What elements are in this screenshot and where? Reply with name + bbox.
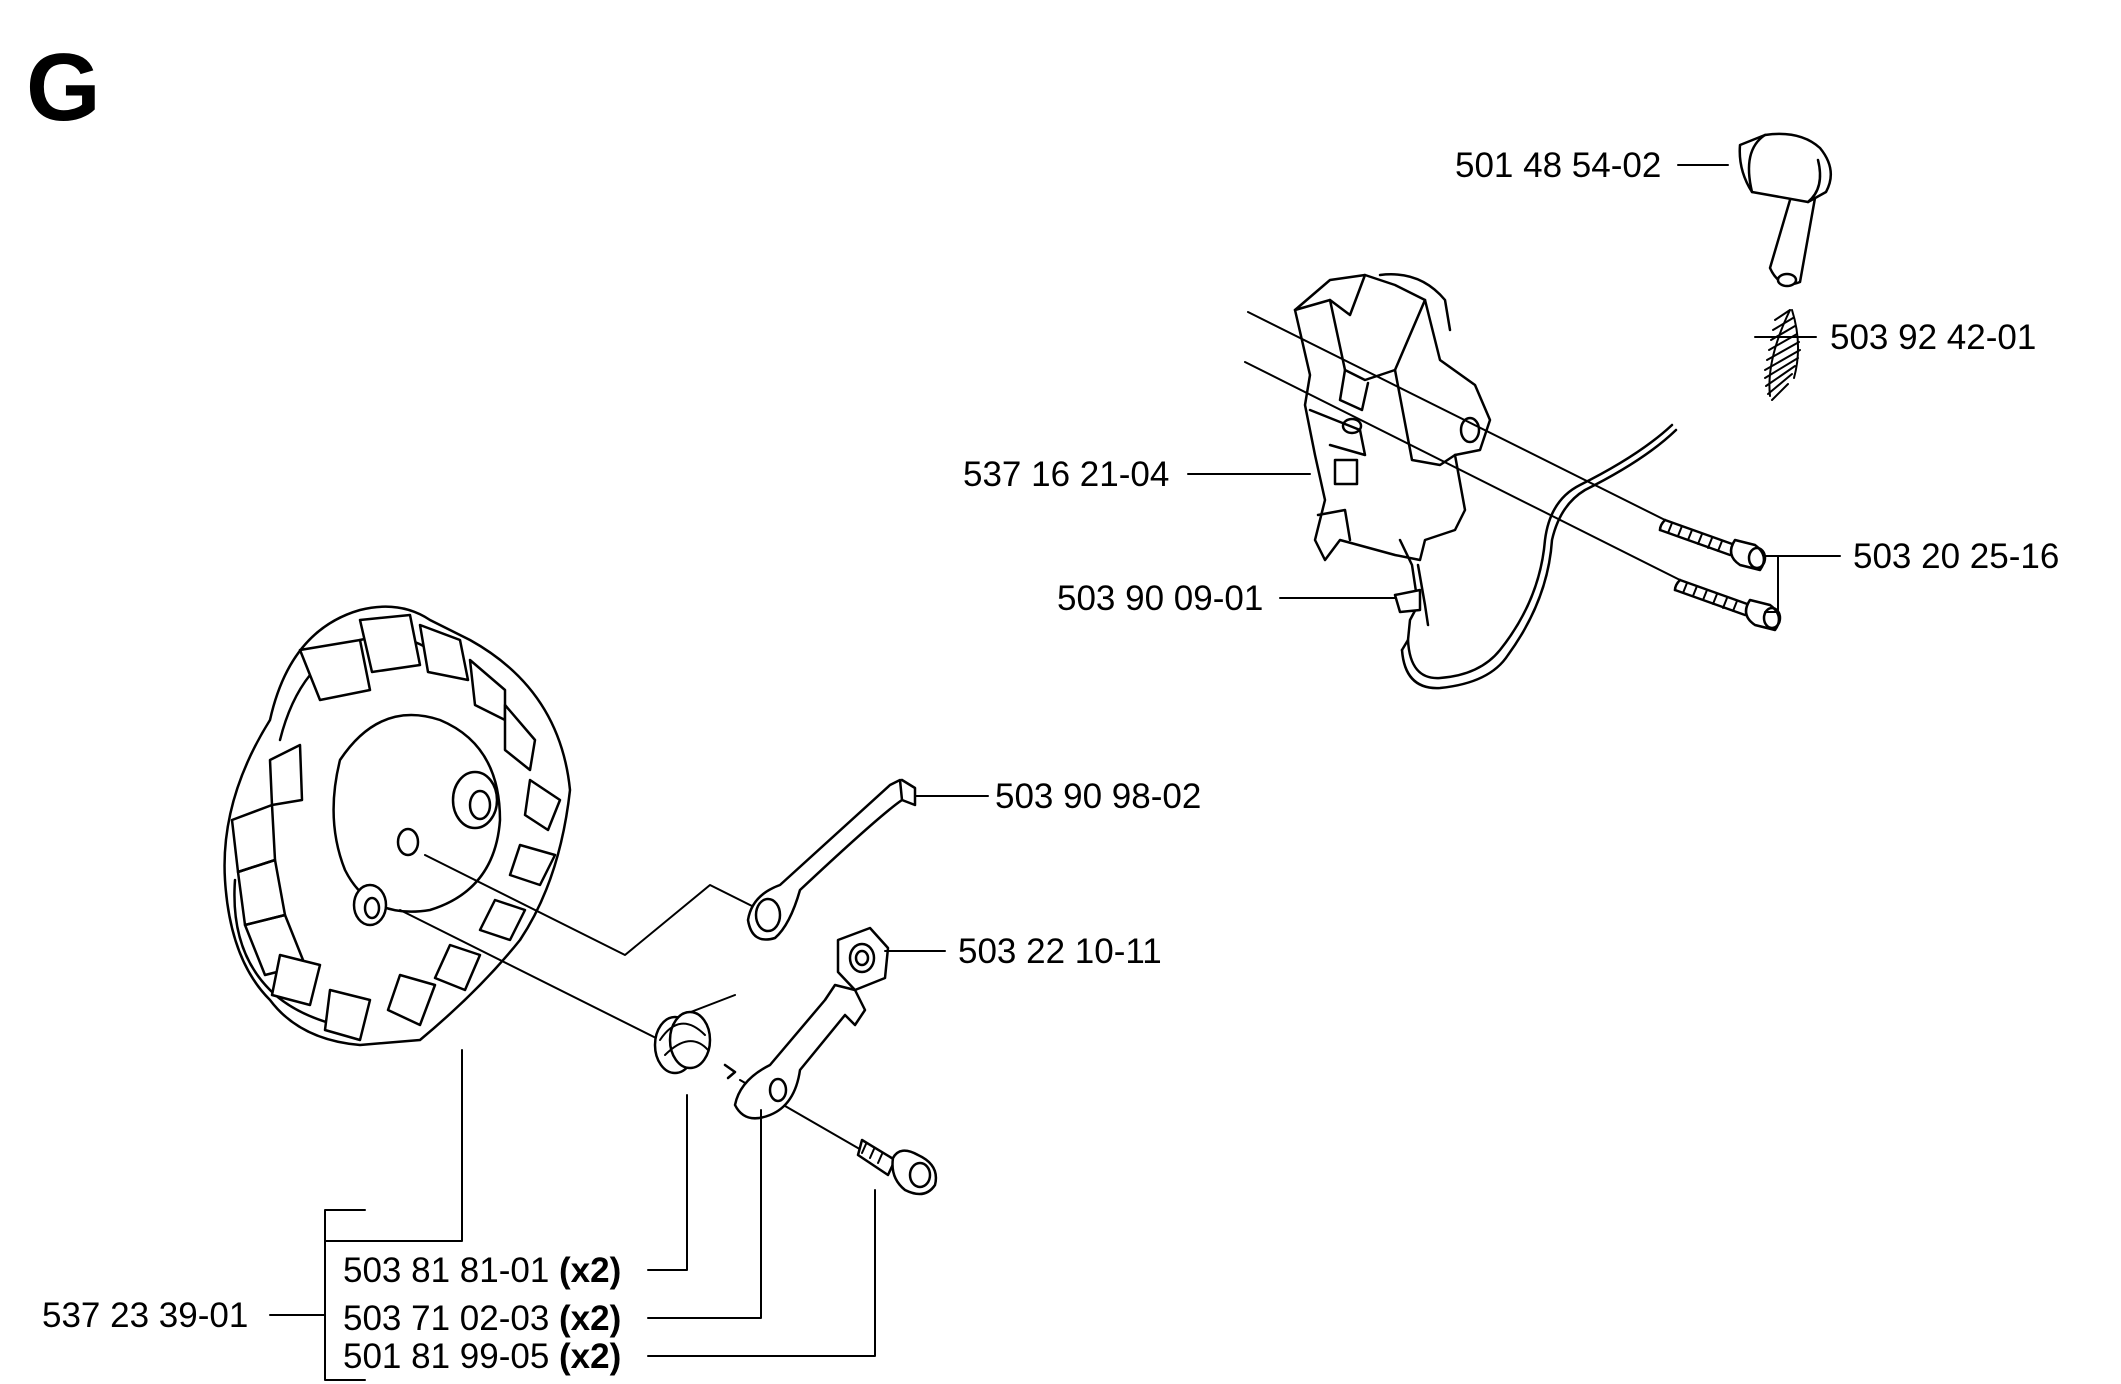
- part-number-pawl-spring: 503 81 81-01: [343, 1251, 550, 1290]
- quantity-pawl-spring: (x2): [559, 1251, 622, 1290]
- part-number-washer-bracket: 503 90 98-02: [995, 777, 1202, 816]
- part-row-pawl-spring: 503 81 81-01 (x2): [343, 1253, 621, 1288]
- part-number-ignition-module: 537 16 21-04: [963, 455, 1170, 494]
- spark-plug-boot-drawing: [1738, 132, 1833, 288]
- quantity-pawl-screw: (x2): [559, 1337, 622, 1376]
- part-number-pawl-screw: 501 81 99-05: [343, 1337, 550, 1376]
- washer-bracket-drawing: [746, 778, 917, 941]
- part-number-boot: 501 48 54-02: [1455, 146, 1662, 185]
- pawl-screw-drawing: [856, 1138, 938, 1196]
- part-number-spring: 503 92 42-01: [1830, 318, 2037, 357]
- part-number-pawl: 503 71 02-03: [343, 1299, 550, 1338]
- ignition-module-drawing: [1293, 273, 1492, 652]
- leader-lines: [269, 164, 1841, 1381]
- part-number-flywheel-nut: 503 22 10-11: [958, 932, 1162, 971]
- part-number-spark-terminal: 503 90 09-01: [1057, 579, 1264, 618]
- pawl-drawing: [733, 983, 867, 1120]
- quantity-pawl: (x2): [559, 1299, 622, 1338]
- flywheel-nut-drawing: [836, 926, 890, 992]
- pawl-spring-drawing: [653, 1010, 737, 1080]
- module-axis-lines: [1244, 311, 1681, 581]
- part-number-flywheel-kit: 537 23 39-01: [42, 1296, 249, 1335]
- part-number-module-screws: 503 20 25-16: [1853, 537, 2060, 576]
- spark-wire-drawing: [1400, 423, 1678, 690]
- section-letter: G: [26, 34, 101, 141]
- coil-spring-drawing: [1764, 309, 1801, 401]
- module-screws-drawing: [1658, 518, 1782, 632]
- flywheel-drawing: [223, 605, 572, 1047]
- part-row-pawl-screw: 501 81 99-05 (x2): [343, 1339, 621, 1374]
- part-row-pawl: 503 71 02-03 (x2): [343, 1301, 621, 1336]
